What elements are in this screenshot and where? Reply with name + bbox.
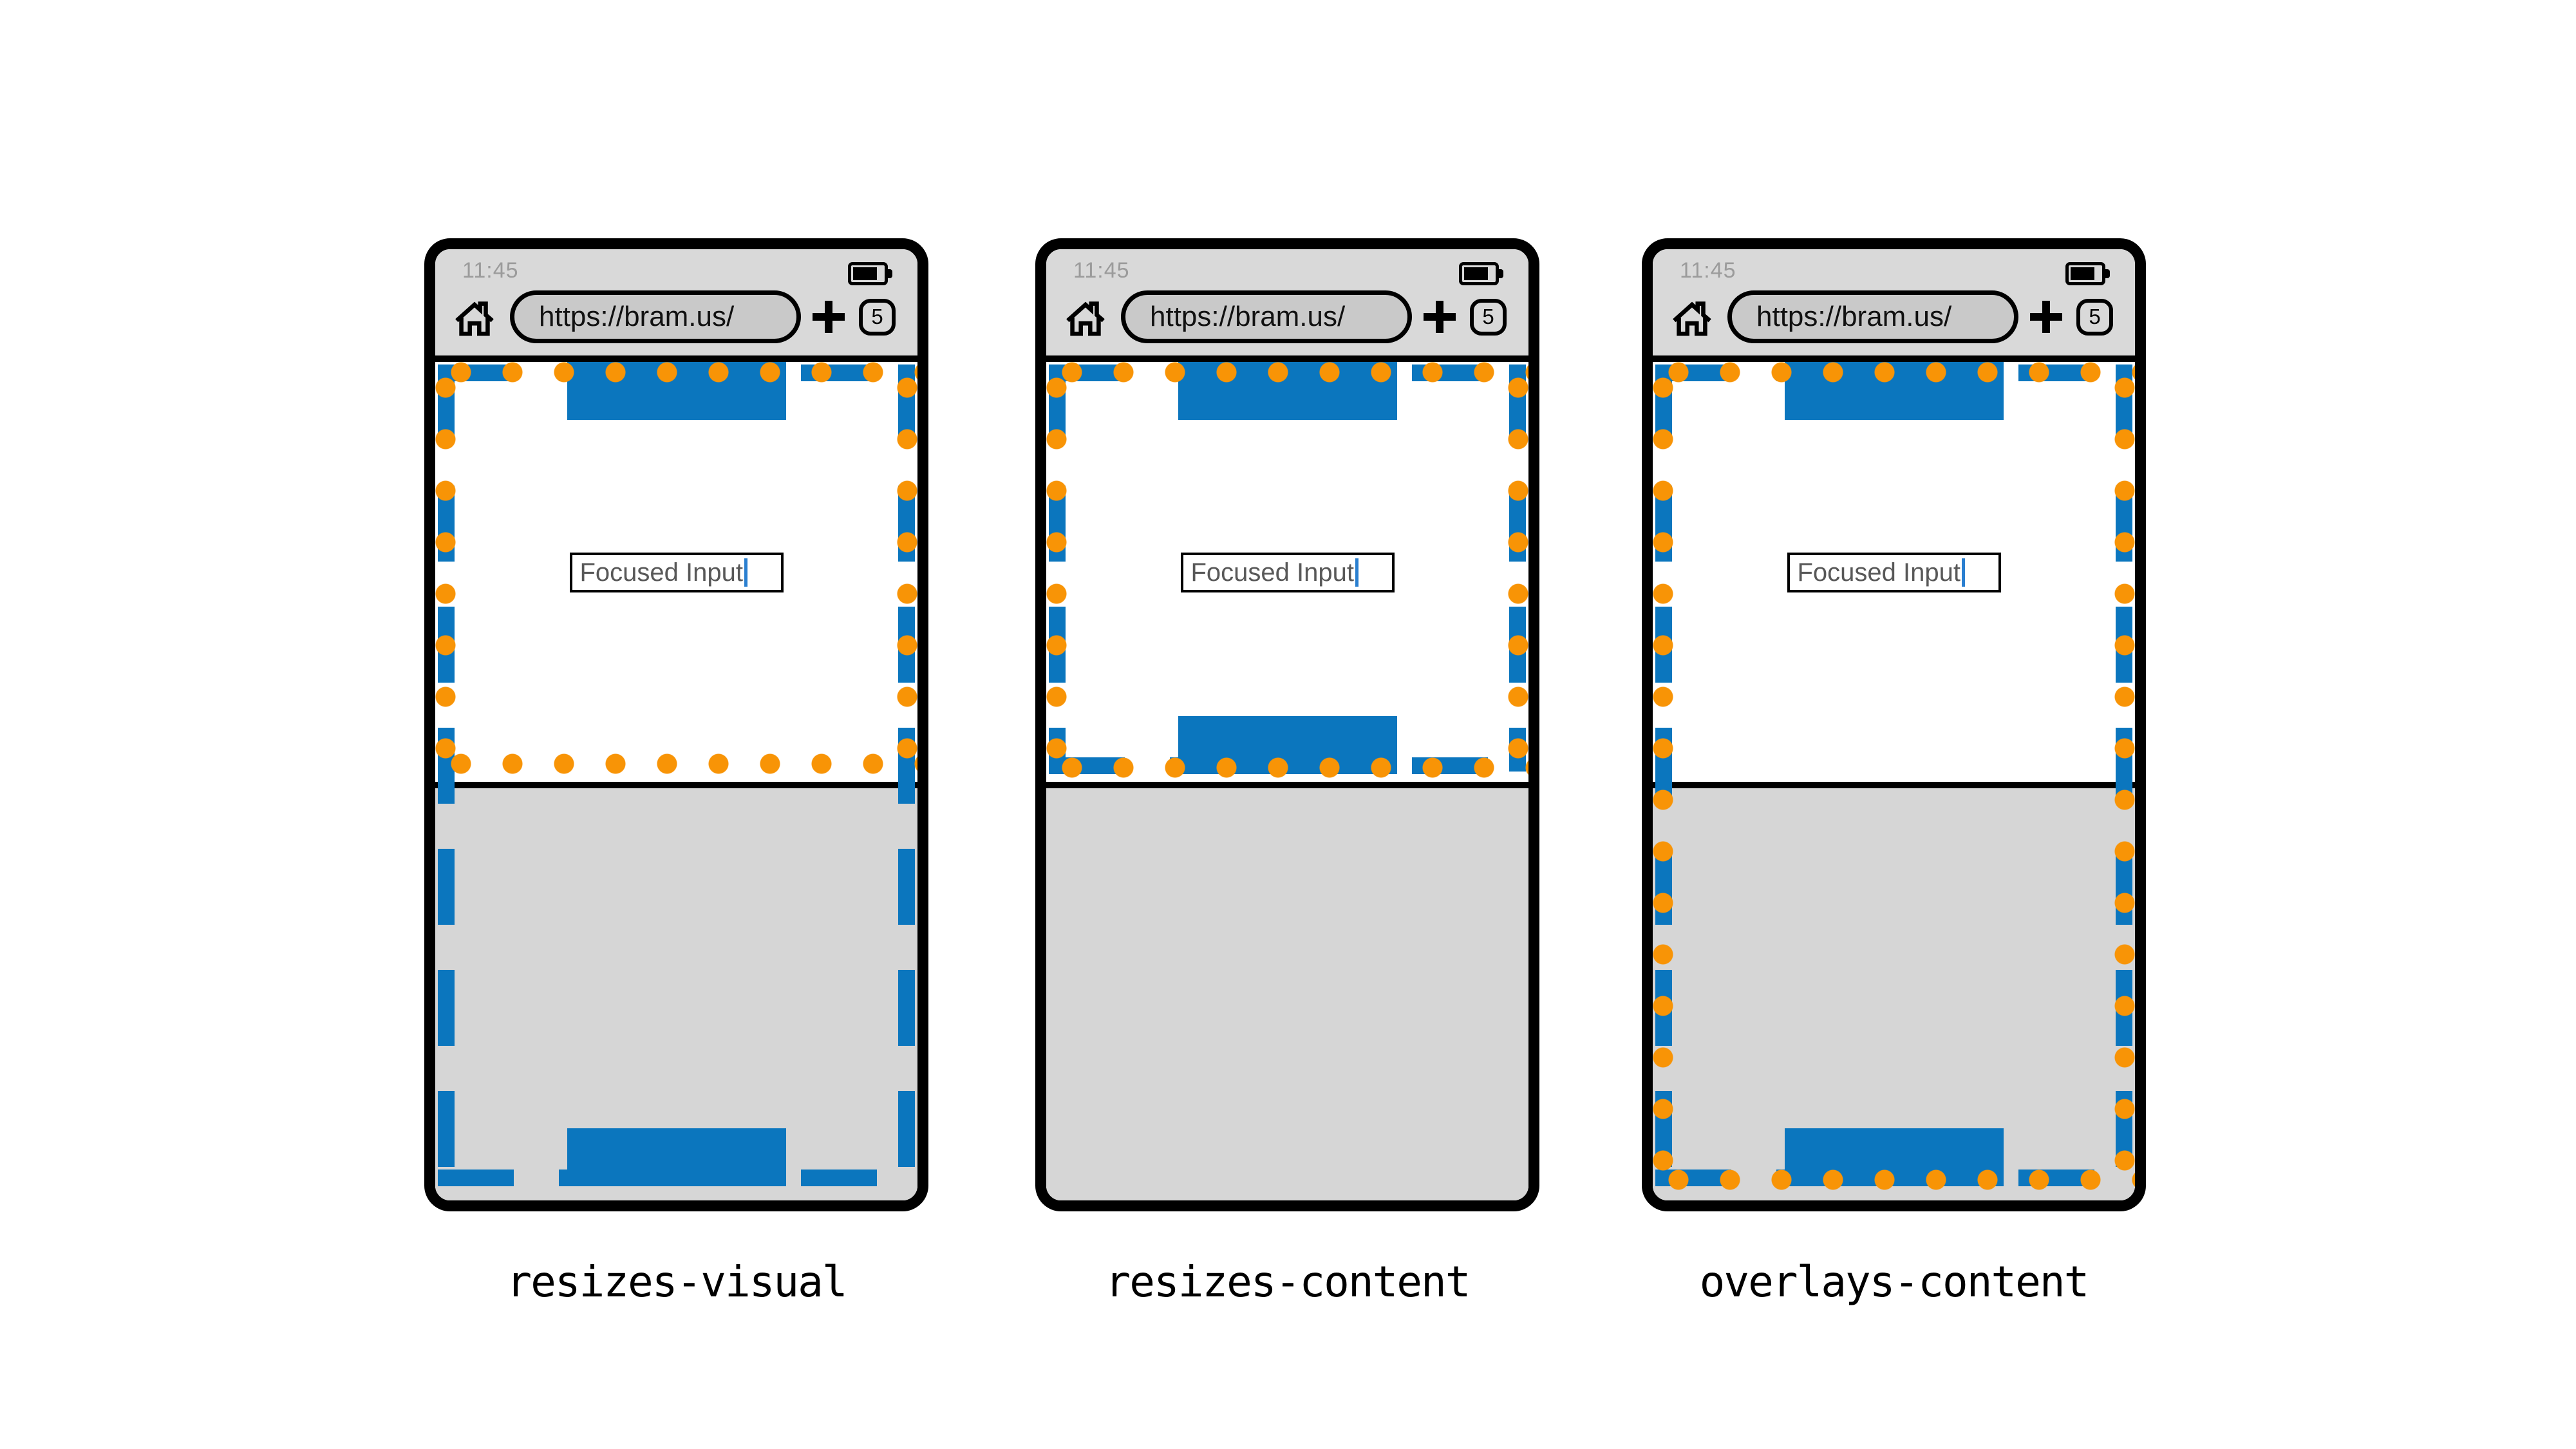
phone-mockup-resizes-visual: 11:45 https://bram.us/ 5 Focus	[424, 238, 928, 1211]
status-time: 11:45	[462, 258, 519, 283]
tab-counter[interactable]: 5	[859, 298, 896, 336]
visual-viewport-edge-top	[435, 362, 917, 383]
visual-viewport-edge-bottom	[1653, 1170, 2135, 1190]
variant-label-overlays-content: overlays-content	[1699, 1257, 2090, 1307]
home-icon[interactable]	[1669, 294, 1715, 339]
input-value: Focused Input	[1797, 558, 1961, 587]
battery-icon	[848, 262, 892, 285]
battery-icon	[2065, 262, 2110, 285]
tab-counter[interactable]: 5	[2076, 298, 2113, 336]
phone-mockup-overlays-content: 11:45 https://bram.us/ 5 Focus	[1642, 238, 2146, 1211]
focused-input[interactable]: Focused Input	[569, 553, 784, 592]
visual-viewport-edge-left	[1653, 362, 1673, 1191]
visual-viewport-edge-right	[2114, 362, 2135, 1191]
tab-count: 5	[871, 305, 883, 328]
text-caret	[1355, 558, 1359, 587]
status-time: 11:45	[1073, 258, 1130, 283]
visual-viewport-edge-bottom	[1046, 757, 1528, 778]
virtual-keyboard	[1046, 782, 1528, 1200]
browser-toolbar: https://bram.us/ 5	[1046, 283, 1528, 350]
focused-input[interactable]: Focused Input	[1787, 553, 2001, 592]
url-text: https://bram.us/	[1150, 301, 1346, 332]
url-bar[interactable]: https://bram.us/	[510, 290, 801, 343]
url-bar[interactable]: https://bram.us/	[1121, 290, 1412, 343]
visual-viewport-edge-bottom	[435, 753, 917, 774]
new-tab-icon[interactable]	[811, 299, 846, 334]
visual-viewport-edge-right	[1508, 362, 1528, 774]
input-value: Focused Input	[1190, 558, 1355, 587]
text-caret	[1962, 558, 1965, 587]
browser-chrome: 11:45 https://bram.us/ 5	[1046, 249, 1528, 362]
new-tab-icon[interactable]	[1422, 299, 1457, 334]
fixed-footer-bar	[567, 1128, 786, 1186]
url-bar[interactable]: https://bram.us/	[1727, 290, 2018, 343]
browser-toolbar: https://bram.us/ 5	[1653, 283, 2135, 350]
url-text: https://bram.us/	[1756, 301, 1952, 332]
input-value: Focused Input	[579, 558, 744, 587]
home-icon[interactable]	[1063, 294, 1108, 339]
tab-counter[interactable]: 5	[1470, 298, 1507, 336]
visual-viewport-edge-right	[897, 362, 917, 769]
battery-icon	[1459, 262, 1503, 285]
text-caret	[744, 558, 747, 587]
browser-chrome: 11:45 https://bram.us/ 5	[435, 249, 917, 362]
visual-viewport-edge-top	[1653, 362, 2135, 383]
new-tab-icon[interactable]	[2029, 299, 2064, 334]
web-page: Focused Input	[1046, 362, 1528, 1200]
browser-toolbar: https://bram.us/ 5	[435, 283, 917, 350]
tab-count: 5	[1482, 305, 1494, 328]
status-time: 11:45	[1680, 258, 1736, 283]
url-text: https://bram.us/	[539, 301, 735, 332]
visual-viewport-edge-top	[1046, 362, 1528, 383]
home-icon[interactable]	[452, 294, 497, 339]
visual-viewport-edge-left	[435, 362, 456, 769]
focused-input[interactable]: Focused Input	[1180, 553, 1395, 592]
variant-label-resizes-content: resizes-content	[1105, 1257, 1471, 1307]
web-page: Focused Input	[1653, 362, 2135, 1200]
visual-viewport-edge-left	[1046, 362, 1067, 774]
variant-label-resizes-visual: resizes-visual	[506, 1257, 847, 1307]
browser-chrome: 11:45 https://bram.us/ 5	[1653, 249, 2135, 362]
phone-mockup-resizes-content: 11:45 https://bram.us/ 5 Focus	[1035, 238, 1539, 1211]
web-page: Focused Input	[435, 362, 917, 1200]
tab-count: 5	[2089, 305, 2101, 328]
